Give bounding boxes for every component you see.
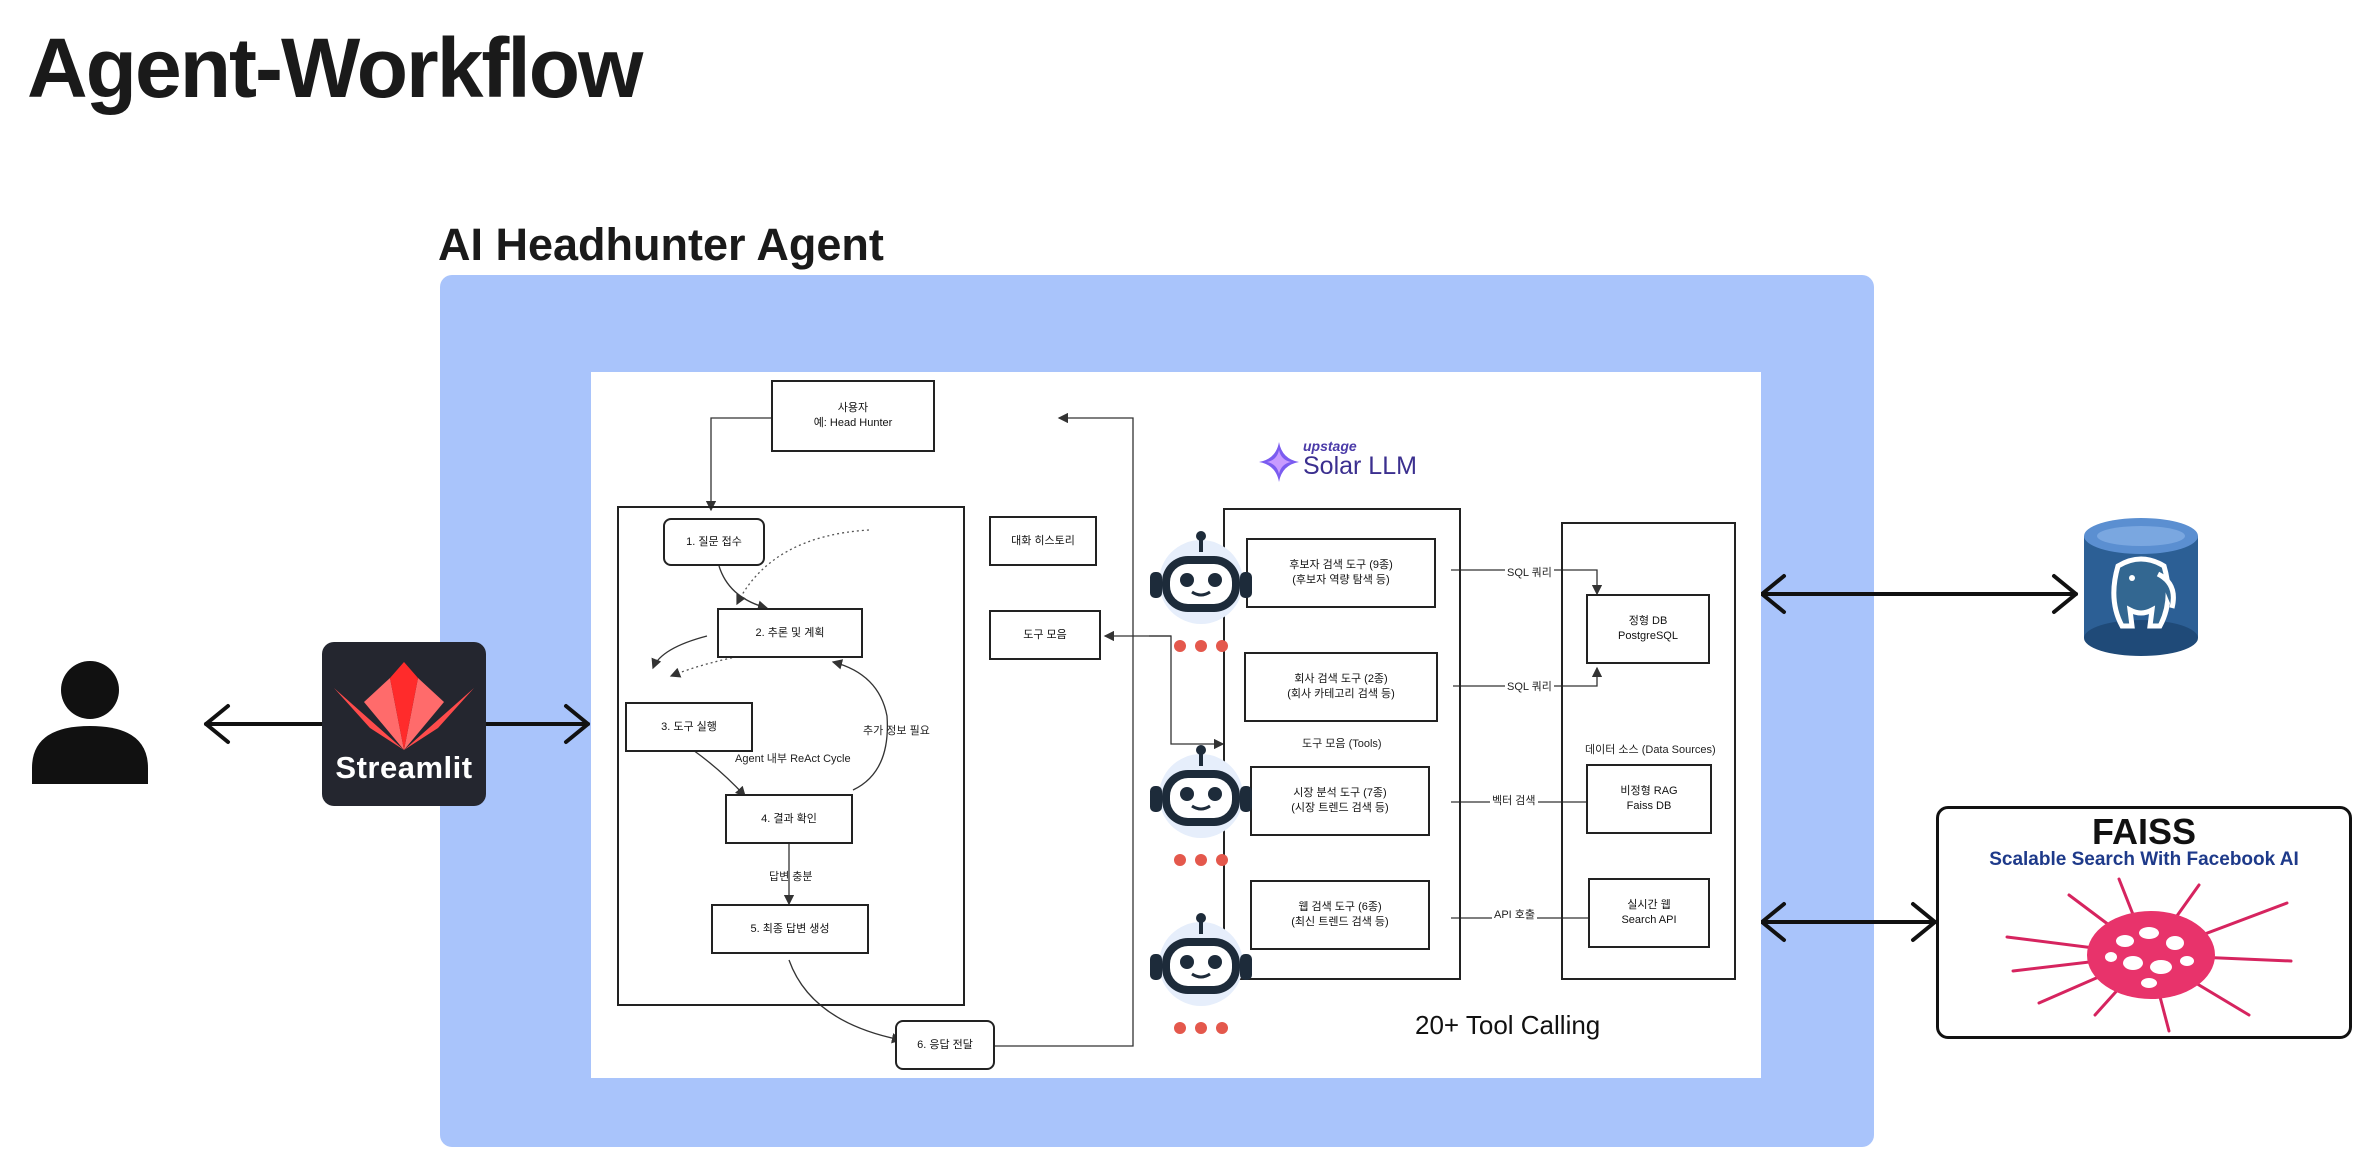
faiss-network-icon <box>2005 877 2293 1033</box>
connection-label-4: API 호출 <box>1492 906 1538 922</box>
source-3-tech: Search API <box>1621 914 1677 926</box>
answer-enough-label: 답변 충분 <box>769 871 813 883</box>
tool-calling-caption: 20+ Tool Calling <box>1415 1010 1600 1041</box>
tool-box-3: 시장 분석 도구 (7종) (시장 트렌드 검색 등) <box>1250 766 1430 836</box>
robot-icon <box>1150 745 1252 866</box>
tool-3-name: 시장 분석 도구 (7종) <box>1293 787 1387 800</box>
streamlit-label: Streamlit <box>335 750 473 785</box>
source-2-name: 비정형 RAG <box>1620 785 1678 798</box>
step-1-label: 1. 질문 접수 <box>686 535 742 548</box>
step-2-label: 2. 추론 및 계획 <box>755 626 825 639</box>
streamlit-logo: Streamlit <box>322 642 486 806</box>
step-1-node: 1. 질문 접수 <box>663 518 765 566</box>
faiss-subtitle: Scalable Search With Facebook AI <box>1989 849 2299 870</box>
sources-group-frame <box>1561 522 1736 980</box>
step-3-label: 3. 도구 실행 <box>661 720 717 733</box>
history-label: 대화 히스토리 <box>1011 534 1075 547</box>
sources-group-label: 데이터 소스 (Data Sources) <box>1585 741 1716 757</box>
tool-1-desc: (후보자 역량 탐색 등) <box>1292 574 1390 586</box>
connection-label-2-text: SQL 쿼리 <box>1507 681 1552 693</box>
tool-1-name: 후보자 검색 도구 (9종) <box>1289 559 1393 572</box>
tool-2-desc: (회사 카테고리 검색 등) <box>1287 688 1395 700</box>
tool-box-1: 후보자 검색 도구 (9종) (후보자 역량 탐색 등) <box>1246 538 1436 608</box>
connection-label-3-text: 벡터 검색 <box>1492 795 1536 807</box>
step-6-label: 6. 응답 전달 <box>917 1038 973 1051</box>
solar-brand-small: upstage <box>1303 438 1357 454</box>
connection-label-1-text: SQL 쿼리 <box>1507 567 1552 579</box>
tool-box-2: 회사 검색 도구 (2종) (회사 카테고리 검색 등) <box>1244 652 1438 722</box>
robot-icon <box>1150 531 1252 652</box>
react-cycle-label: Agent 내부 ReAct Cycle <box>735 753 851 765</box>
connection-label-3: 벡터 검색 <box>1490 792 1538 808</box>
tool-box-4: 웹 검색 도구 (6종) (최신 트렌드 검색 등) <box>1250 880 1430 950</box>
step-4-node: 4. 결과 확인 <box>725 794 853 844</box>
user-node-example: 예: Head Hunter <box>813 417 893 429</box>
need-more-label: 추가 정보 필요 <box>863 725 930 737</box>
step-5-node: 5. 최종 답변 생성 <box>711 904 869 954</box>
tools-group-label-text: 도구 모음 (Tools) <box>1302 738 1382 750</box>
solar-name: Solar LLM <box>1303 452 1417 480</box>
agent-title: AI Headhunter Agent <box>438 219 884 270</box>
sources-group-label-text: 데이터 소스 (Data Sources) <box>1585 744 1716 756</box>
faiss-card: FAISS Scalable Search With Facebook AI <box>1936 806 2352 1039</box>
source-2-tech: Faiss DB <box>1626 800 1672 812</box>
source-box-2: 비정형 RAG Faiss DB <box>1586 764 1712 834</box>
tool-4-desc: (최신 트렌드 검색 등) <box>1291 916 1389 928</box>
user-icon <box>32 661 148 784</box>
connection-label-4-text: API 호출 <box>1494 909 1536 921</box>
react-loop-frame <box>617 506 965 1006</box>
tool-calling-text: 20+ Tool Calling <box>1415 1010 1601 1040</box>
step-3-node: 3. 도구 실행 <box>625 702 753 752</box>
step-2-node: 2. 추론 및 계획 <box>717 608 863 658</box>
source-box-1: 정형 DB PostgreSQL <box>1586 594 1710 664</box>
postgresql-elephant-icon <box>2084 518 2198 656</box>
step-6-node: 6. 응답 전달 <box>895 1020 995 1070</box>
tool-2-name: 회사 검색 도구 (2종) <box>1294 673 1388 686</box>
toolbox-node: 도구 모음 <box>989 610 1101 660</box>
tool-4-name: 웹 검색 도구 (6종) <box>1298 901 1382 914</box>
step-5-label: 5. 최종 답변 생성 <box>750 922 830 935</box>
tool-3-desc: (시장 트렌드 검색 등) <box>1291 802 1389 814</box>
step-4-label: 4. 결과 확인 <box>761 812 817 825</box>
tools-group-frame <box>1223 508 1461 980</box>
history-node: 대화 히스토리 <box>989 516 1097 566</box>
source-3-name: 실시간 웹 <box>1627 899 1671 912</box>
source-1-tech: PostgreSQL <box>1618 630 1678 642</box>
connection-label-2: SQL 쿼리 <box>1505 678 1554 694</box>
source-1-name: 정형 DB <box>1628 615 1668 628</box>
toolbox-label: 도구 모음 <box>1023 628 1067 641</box>
faiss-title: FAISS <box>2091 811 2197 852</box>
page-title: Agent-Workflow <box>27 21 643 115</box>
solar-llm-brand: upstage Solar LLM <box>1259 438 1429 488</box>
streamlit-logo-icon <box>334 662 474 750</box>
solar-sparkle-icon <box>1259 442 1299 482</box>
connection-label-1: SQL 쿼리 <box>1505 564 1554 580</box>
source-box-3: 실시간 웹 Search API <box>1588 878 1710 948</box>
user-node-title: 사용자 <box>837 402 869 415</box>
robot-icon <box>1150 913 1252 1034</box>
tools-group-label: 도구 모음 (Tools) <box>1302 735 1382 751</box>
